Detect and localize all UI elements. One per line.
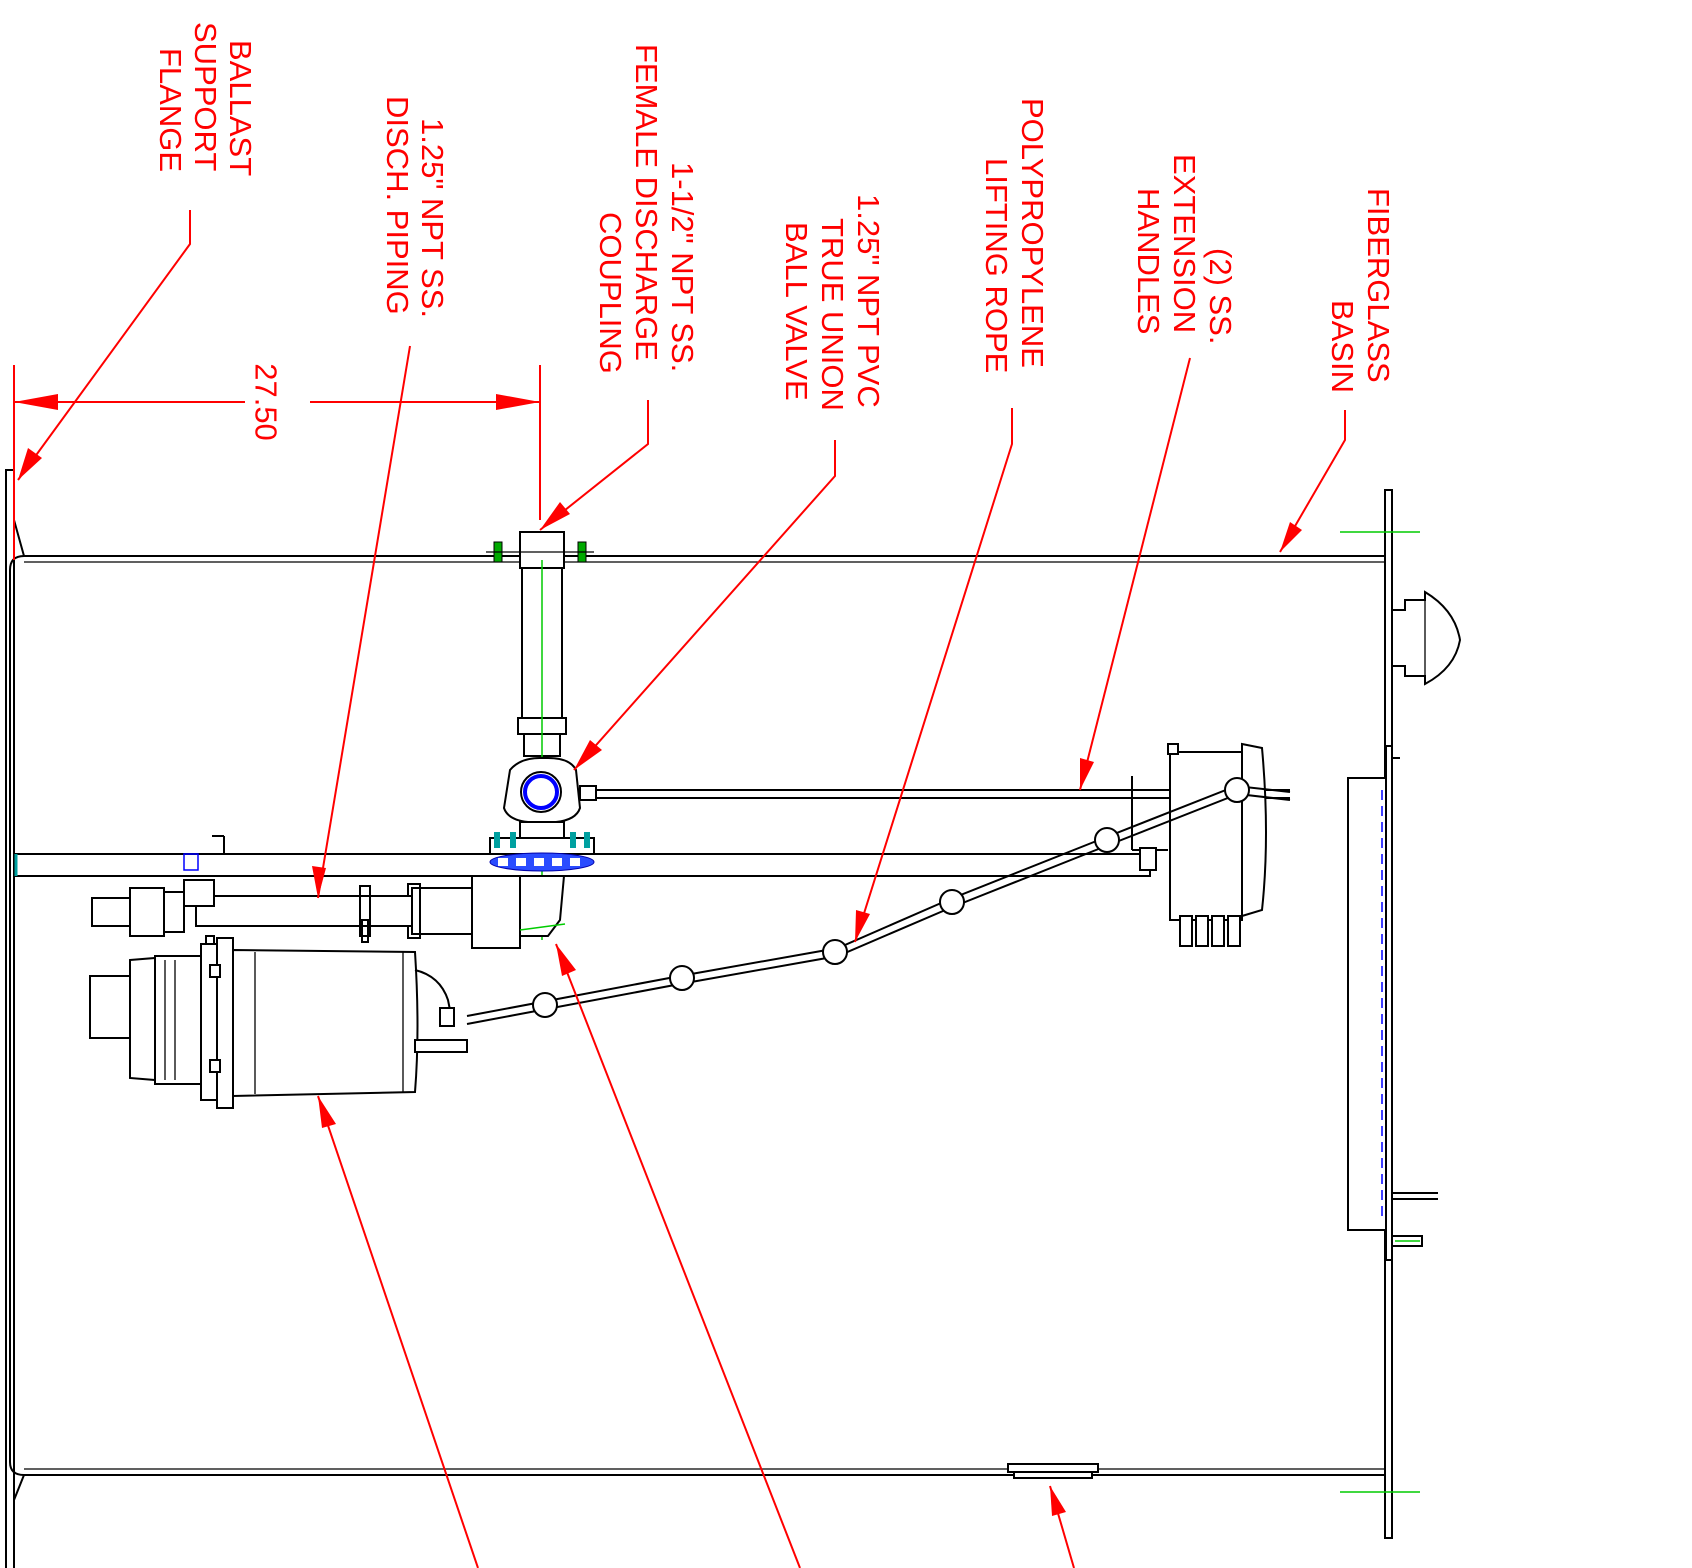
lifting-rope xyxy=(466,777,1291,1025)
callout-line: (2) SS. xyxy=(1203,248,1238,344)
discharge-piping xyxy=(91,879,473,949)
callout-line: BASIN xyxy=(1325,300,1360,393)
callout-fiberglass-basin: FIBERGLASS BASIN xyxy=(1325,188,1396,393)
callout-line: 1-1/2" NPT SS. xyxy=(665,162,700,372)
callout-line: EXTENSION xyxy=(1167,154,1202,333)
dimension-27-50: 27.50 xyxy=(13,363,541,560)
callout-female-discharge-coupling: 1-1/2" NPT SS. FEMALE DISCHARGE COUPLING xyxy=(593,44,700,374)
callout-line: HANDLES xyxy=(1131,188,1166,334)
callout-lifting-rope: POLYPROPYLENE LIFTING ROPE xyxy=(979,98,1050,373)
callout-line: LIFTING ROPE xyxy=(979,158,1014,373)
callout-line: 1.25" NPT PVC xyxy=(851,194,886,408)
callout-line: FIBERGLASS xyxy=(1361,188,1396,383)
callout-ball-valve: 1.25" NPT PVC TRUE UNION BALL VALVE xyxy=(779,194,886,411)
callout-line: POLYPROPYLENE xyxy=(1015,98,1050,368)
control-box xyxy=(1131,742,1267,947)
discharge-riser xyxy=(486,531,594,940)
basin-cover xyxy=(1347,590,1462,1261)
callout-extension-handles: (2) SS. EXTENSION HANDLES xyxy=(1131,154,1238,344)
callout-line: FEMALE DISCHARGE xyxy=(629,44,664,361)
callout-line: FLANGE xyxy=(153,48,188,172)
callout-line: DISCH. PIPING xyxy=(380,96,415,315)
callout-line: COUPLING xyxy=(593,212,628,374)
dimension-value: 27.50 xyxy=(249,363,284,441)
callout-line: TRUE UNION xyxy=(815,218,850,411)
callout-line: 1.25" NPT SS. xyxy=(415,118,450,318)
callout-leaders xyxy=(17,210,1346,1568)
callout-discharge-piping: 1.25" NPT SS. DISCH. PIPING xyxy=(380,96,450,318)
pump xyxy=(89,937,468,1109)
callout-ballast-support-flange: BALLAST SUPPORT FLANGE xyxy=(153,22,258,176)
callout-line: BALLAST xyxy=(223,40,258,176)
callout-line: BALL VALVE xyxy=(779,222,814,401)
callout-line: SUPPORT xyxy=(188,22,223,171)
